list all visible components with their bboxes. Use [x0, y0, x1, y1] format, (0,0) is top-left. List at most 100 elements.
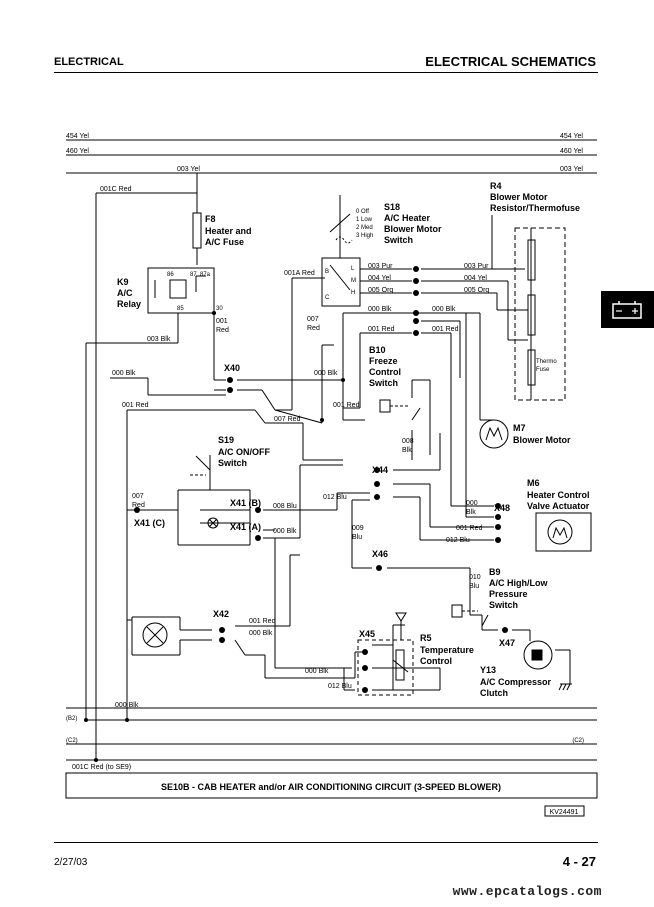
pressure-switch-b9: [451, 604, 489, 627]
s18-position: 0 Off: [356, 209, 369, 215]
header-divider: [54, 72, 598, 73]
ref-label: (C2): [572, 738, 584, 744]
s18-terminal: B: [325, 269, 329, 275]
wire-label: 008: [402, 438, 414, 445]
wire-label: 000 Blk: [305, 668, 329, 675]
wire-label: 001 Red: [432, 326, 459, 333]
k9-pin: 86: [167, 272, 174, 278]
caption-box: [65, 772, 598, 799]
m6-name-1: Heater Control: [527, 490, 590, 500]
x41c-id: X41 (C): [134, 518, 165, 528]
x45-id: X45: [359, 629, 375, 639]
switch-s18: [321, 195, 361, 307]
wire-label: 000 Blk: [249, 630, 273, 637]
wire-label: 005 Org: [368, 287, 393, 294]
x44-id: X44: [372, 465, 388, 475]
r4-name-1: Blower Motor: [490, 192, 548, 202]
wire-label: 000 Blk: [112, 370, 136, 377]
wire-label: 001: [216, 318, 228, 325]
wire-label: 000: [466, 500, 478, 507]
k9-pin: 30: [216, 306, 223, 312]
wire-label: 003 Blk: [147, 336, 171, 343]
figure-id-box: [544, 805, 585, 817]
wire-label: Red: [132, 502, 145, 509]
k9-pin: 85: [177, 306, 184, 312]
x41b-id: X41 (B): [230, 498, 261, 508]
r5-name-2: Control: [420, 656, 452, 666]
thermofuse-label: Fuse: [536, 367, 550, 373]
b9-name-2: Pressure: [489, 589, 528, 599]
s19-id: S19: [218, 435, 234, 445]
m6-id: M6: [527, 478, 540, 488]
page-title: ELECTRICAL SCHEMATICS: [425, 54, 596, 69]
x46-id: X46: [372, 549, 388, 559]
watermark: www.epcatalogs.com: [452, 884, 602, 899]
wire-label: 001C Red (to SE9): [72, 764, 131, 771]
resistor-r4: [514, 227, 566, 401]
wire-label: 009: [352, 525, 364, 532]
temperature-control-r5: [357, 612, 414, 696]
wire-label: 001 Red: [249, 618, 276, 625]
r4-name-2: Resistor/Thermofuse: [490, 203, 580, 213]
footer-date: 2/27/03: [54, 857, 88, 868]
relay-k9: [147, 267, 215, 314]
x48-id: X48: [494, 503, 510, 513]
k9-name-2: Relay: [117, 299, 141, 309]
x40-id: X40: [224, 363, 240, 373]
wire-label: 000 Blk: [273, 528, 297, 535]
component-labels: F8 Heater and A/C Fuse K9 A/C Relay 86 8…: [117, 181, 590, 698]
wire-label: 004 Yel: [368, 275, 391, 282]
s18-position: 2 Med: [356, 225, 373, 231]
wire-label: Blu: [352, 534, 362, 541]
fuse-f8: [192, 212, 202, 249]
figure-id: KV24491: [550, 809, 579, 816]
b10-name-1: Freeze: [369, 356, 398, 366]
wire-label: 012 Blu: [328, 683, 352, 690]
wire-label: 460 Yel: [66, 148, 89, 155]
wire-label: 454 Yel: [560, 133, 583, 140]
wire-label: 001C Red: [100, 186, 132, 193]
wire-label: 000 Blk: [115, 702, 139, 709]
b9-name-3: Switch: [489, 600, 518, 610]
s18-position: 3 High: [356, 233, 373, 239]
wire-label: 001A Red: [284, 270, 315, 277]
freeze-switch-b10: [379, 380, 421, 421]
wire-label: Blk: [402, 447, 412, 454]
page-number: 4 - 27: [562, 854, 596, 869]
s19-name-2: Switch: [218, 458, 247, 468]
wire-label: 004 Yel: [464, 275, 487, 282]
f8-id: F8: [205, 214, 216, 224]
wire-label: Red: [216, 327, 229, 334]
b9-id: B9: [489, 567, 501, 577]
s18-position: 1 Low: [356, 217, 373, 223]
wire-label: Blu: [469, 583, 479, 590]
m6-name-2: Valve Actuator: [527, 501, 590, 511]
x42-id: X42: [213, 609, 229, 619]
m7-name: Blower Motor: [513, 435, 571, 445]
s18-terminal: H: [351, 290, 355, 296]
b10-id: B10: [369, 345, 386, 355]
s18-terminal: L: [351, 266, 355, 272]
wire-labels: 454 Yel 454 Yel 460 Yel 460 Yel 003 Yel …: [66, 133, 584, 771]
s18-name-2: Blower Motor: [384, 224, 442, 234]
wire-label: Blk: [466, 509, 476, 516]
s18-terminal: C: [325, 295, 330, 301]
s19-name-1: A/C ON/OFF: [218, 447, 270, 457]
k9-id: K9: [117, 277, 129, 287]
battery-section-tab[interactable]: [601, 291, 654, 328]
figure-caption: SE10B - CAB HEATER and/or AIR CONDITIONI…: [161, 782, 501, 792]
x41a-id: X41 (A): [230, 522, 261, 532]
wire-label: 001 Red: [456, 525, 483, 532]
f8-name-1: Heater and: [205, 226, 252, 236]
lamp: [142, 622, 168, 648]
wire-label: 001 Red: [122, 402, 149, 409]
b10-name-2: Control: [369, 367, 401, 377]
s18-name-3: Switch: [384, 235, 413, 245]
wire-label: 005 Org: [464, 287, 489, 294]
blower-motor-m7: [479, 419, 509, 449]
wire-label: Red: [307, 325, 320, 332]
r5-name-1: Temperature: [420, 645, 474, 655]
y13-name-1: A/C Compressor: [480, 677, 552, 687]
wire-label: 003 Yel: [560, 166, 583, 173]
